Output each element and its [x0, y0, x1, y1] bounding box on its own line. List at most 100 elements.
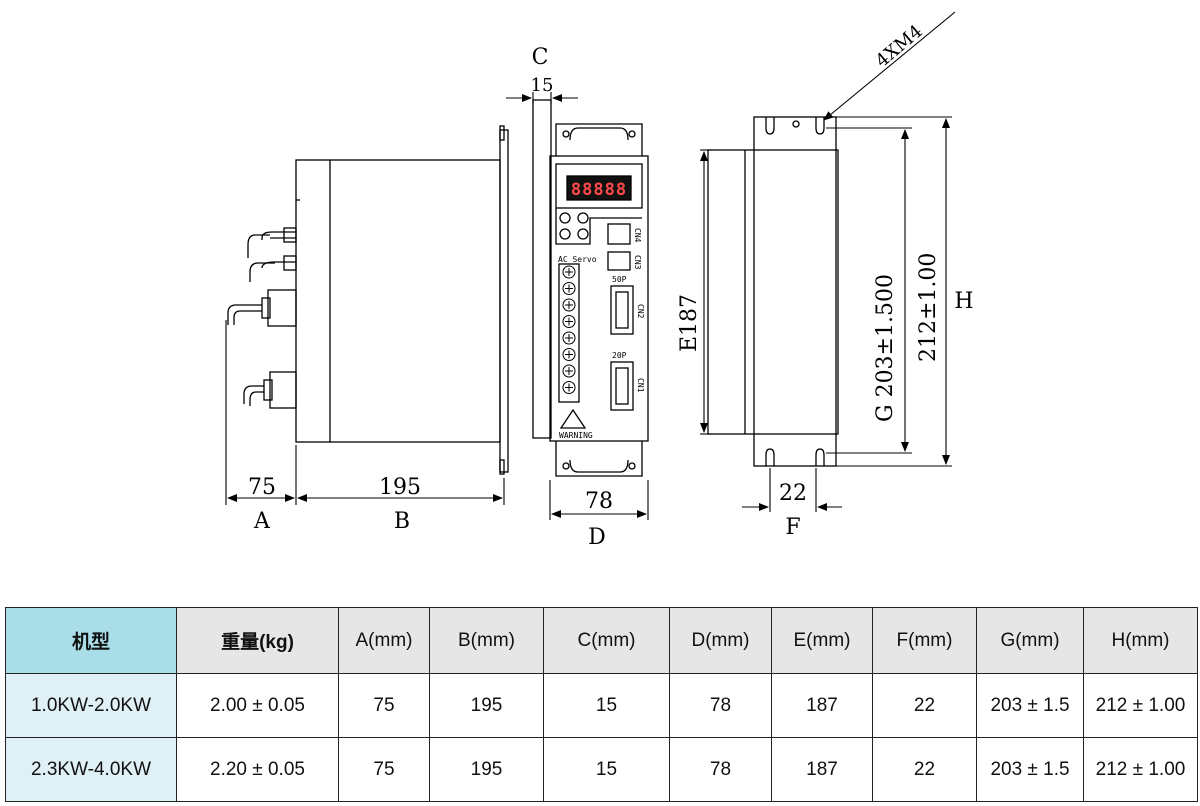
cell-weight: 2.00 ± 0.05	[176, 673, 339, 738]
header-d: D(mm)	[669, 607, 772, 674]
table-row: 2.3KW-4.0KW 2.20 ± 0.05 75 195 15 78 187…	[5, 737, 1198, 802]
mount-body	[707, 149, 839, 435]
cell-model: 2.3KW-4.0KW	[5, 737, 177, 802]
terminal-screw-slot	[565, 350, 573, 359]
header-c: C(mm)	[543, 607, 670, 674]
side-view	[227, 99, 552, 475]
dim-h-letter: H	[954, 289, 973, 314]
terminal-screw-icon	[562, 315, 576, 328]
dim-g-label: G 203±1.500	[873, 274, 898, 422]
dim-c-value: 15	[531, 75, 554, 96]
header-g: G(mm)	[976, 607, 1084, 674]
cn4-label: CN4	[633, 228, 642, 243]
dim-e-label: E187	[677, 294, 702, 352]
mount-view	[707, 116, 839, 467]
key-up	[577, 212, 589, 224]
cell-model: 1.0KW-2.0KW	[5, 673, 177, 738]
mount-slot-bottom-left	[765, 448, 775, 466]
dim-b-value: 195	[379, 475, 421, 500]
header-e: E(mm)	[771, 607, 873, 674]
pin-label-20p: 20P	[612, 351, 627, 360]
cell-e: 187	[771, 737, 873, 802]
mount-plate	[753, 116, 837, 467]
cell-a: 75	[338, 737, 430, 802]
dim-d	[549, 480, 649, 520]
header-model: 机型	[5, 607, 177, 674]
header-b: B(mm)	[429, 607, 544, 674]
cell-f: 22	[872, 673, 977, 738]
warning-label: WARNING	[559, 431, 593, 440]
table-row: 1.0KW-2.0KW 2.00 ± 0.05 75 195 15 78 187…	[5, 673, 1198, 738]
panel-label: AC Servo	[558, 255, 597, 264]
terminal-screw-icon	[562, 381, 576, 394]
dim-d-value: 78	[585, 489, 613, 514]
cn1-port	[610, 361, 634, 411]
terminal-screw-icon	[562, 331, 576, 345]
mount-slot-top-left	[765, 117, 775, 135]
cn1-label: CN1	[636, 378, 645, 393]
header-f: F(mm)	[872, 607, 977, 674]
table-header-row: 机型 重量(kg) A(mm) B(mm) C(mm) D(mm) E(mm) …	[5, 607, 1198, 674]
cell-a: 75	[338, 673, 430, 738]
cell-h: 212 ± 1.00	[1083, 737, 1198, 802]
cn3-port	[607, 251, 631, 271]
dim-h-value: 212±1.00	[916, 253, 941, 362]
terminal-screw-icon	[562, 265, 576, 279]
key-down	[577, 228, 589, 240]
terminal-screw-icon	[562, 348, 576, 361]
header-a: A(mm)	[338, 607, 430, 674]
dim-a-letter: A	[253, 509, 271, 534]
terminal-screw-icon	[562, 364, 576, 378]
terminal-screws	[562, 265, 576, 394]
cell-h: 212 ± 1.00	[1083, 673, 1198, 738]
pin-label-50p: 50P	[612, 275, 627, 284]
cell-d: 78	[669, 737, 772, 802]
terminal-screw-slot	[565, 317, 573, 326]
terminal-screw-slot	[565, 284, 573, 293]
dim-h	[836, 116, 952, 467]
header-weight: 重量(kg)	[176, 607, 339, 674]
cell-c: 15	[543, 737, 670, 802]
cn4-port	[607, 223, 631, 245]
side-mount-plate	[499, 129, 509, 473]
dim-f	[742, 468, 842, 512]
dim-f-letter: F	[785, 515, 800, 540]
terminal-screw-icon	[562, 282, 576, 295]
dim-b-letter: B	[394, 509, 410, 534]
dimension-drawing: 75 A 195 B C 15	[225, 11, 974, 550]
spec-table: 机型 重量(kg) A(mm) B(mm) C(mm) D(mm) E(mm) …	[5, 607, 1198, 802]
led-2	[559, 228, 571, 240]
cell-d: 78	[669, 673, 772, 738]
front-view	[549, 123, 649, 477]
mount-slot-top-right	[815, 117, 825, 135]
dim-d-letter: D	[588, 525, 606, 550]
side-heatsink-plate	[532, 99, 552, 439]
cell-e: 187	[771, 673, 873, 738]
warning-triangle	[559, 408, 587, 429]
front-display-frame	[555, 163, 643, 209]
cell-b: 195	[429, 673, 544, 738]
dim-g	[826, 127, 912, 454]
screw-leader	[823, 11, 956, 121]
dim-a-b	[225, 320, 505, 505]
front-top-flange	[555, 123, 643, 156]
dim-c-letter: C	[532, 45, 549, 70]
dim-f-value: 22	[779, 481, 807, 506]
terminal-screw-slot	[565, 383, 573, 392]
terminal-screw-slot	[565, 301, 573, 309]
display-digits: 88888	[571, 180, 627, 200]
front-body	[549, 155, 649, 442]
terminal-block	[558, 263, 580, 403]
screw-label: 4XM4	[872, 21, 927, 72]
cn2-port	[610, 285, 634, 335]
cn2-label: CN2	[636, 304, 645, 319]
front-bottom-flange	[555, 441, 643, 477]
dim-c	[506, 92, 578, 104]
mount-slot-bottom-right	[815, 448, 825, 466]
dim-e	[700, 149, 710, 435]
cell-f: 22	[872, 737, 977, 802]
led-1	[559, 212, 571, 224]
header-h: H(mm)	[1083, 607, 1198, 674]
side-cables	[227, 227, 297, 409]
dim-a-value: 75	[248, 475, 276, 500]
